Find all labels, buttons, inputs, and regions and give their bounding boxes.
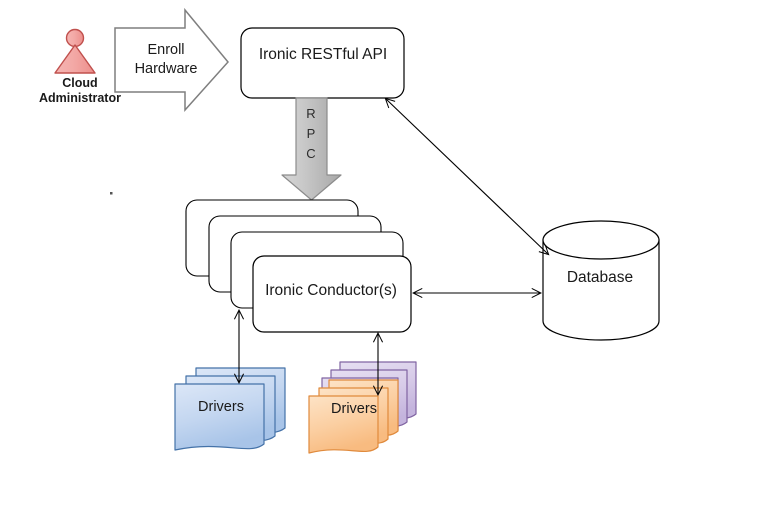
enroll-hardware-arrow-shape [114, 7, 229, 112]
stray-dot-artifact [110, 192, 113, 195]
drivers-orange-shape [308, 361, 417, 454]
ironic-conductors-shape [185, 199, 412, 333]
drivers-blue-shape [174, 367, 286, 451]
database-cylinder-shape [542, 220, 660, 341]
cloud-administrator-icon [54, 28, 96, 74]
ironic-restful-api-shape [240, 27, 405, 99]
rpc-arrow-shape [281, 97, 342, 201]
connector-api-database [386, 99, 548, 254]
